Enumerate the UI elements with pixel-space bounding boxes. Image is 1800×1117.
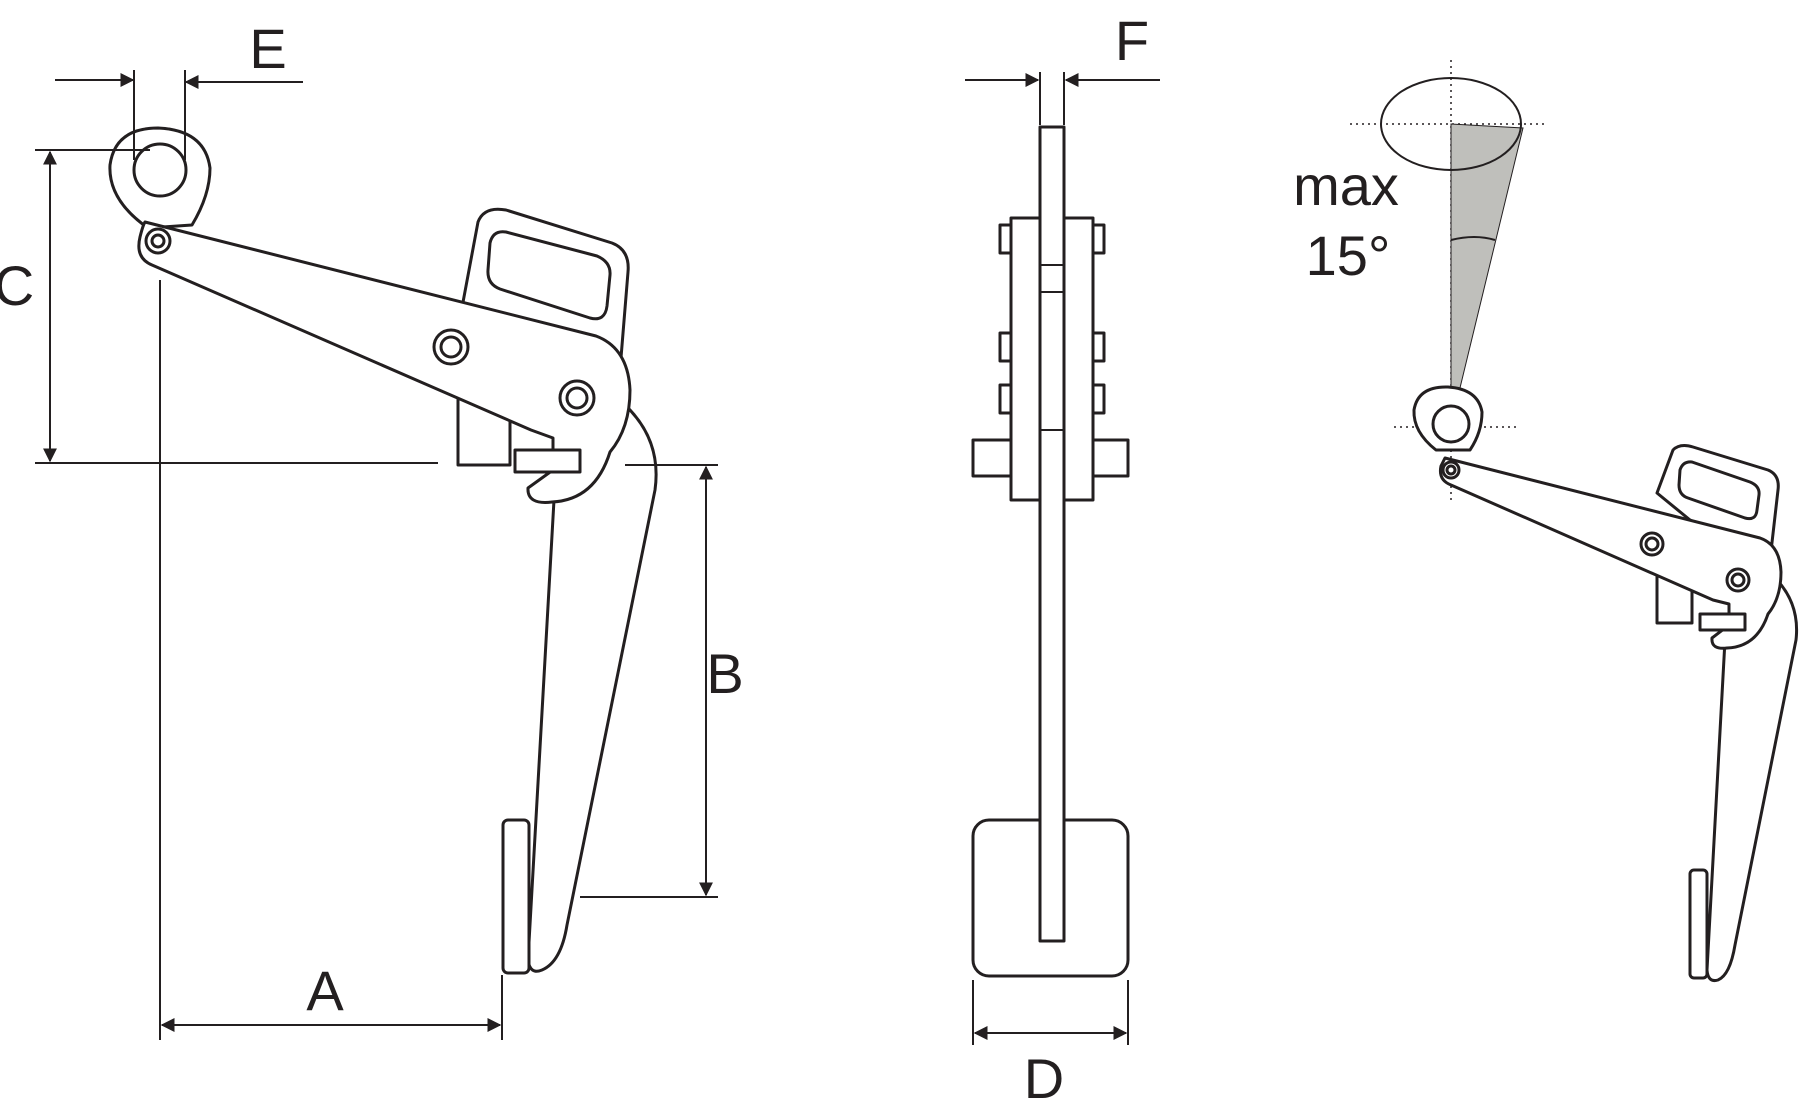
side-view-foot-pad (501, 818, 531, 975)
label-c: C (0, 254, 34, 317)
label-d: D (1024, 1047, 1064, 1110)
side-view-lifting-eye (108, 126, 212, 230)
side-view-dimensions (35, 70, 718, 1040)
tilt-note-max: max (1293, 154, 1399, 217)
side-view-pivot-pins (144, 227, 596, 417)
tilt-view (1350, 60, 1799, 982)
front-view-center-plate (1038, 125, 1066, 943)
label-e: E (249, 17, 286, 80)
front-view-bolts (998, 223, 1106, 431)
front-view-side-plates (971, 216, 1130, 502)
dimension-labels: E C B A F D max 15° (0, 9, 1399, 1110)
tilt-view-clamp (1412, 385, 1799, 982)
side-view-jaw-tab (513, 448, 582, 474)
side-view (108, 126, 658, 975)
side-view-jaw-leg (526, 403, 658, 973)
side-view-arm (137, 220, 632, 504)
front-view-dimensions (965, 72, 1160, 1045)
tilt-angle-sector (1450, 123, 1524, 426)
tilt-swing-ellipse (1380, 77, 1522, 171)
label-b: B (706, 642, 743, 705)
tilt-note-angle: 15° (1306, 224, 1391, 287)
label-a: A (306, 959, 344, 1022)
label-f: F (1115, 9, 1149, 72)
front-view (965, 72, 1160, 1045)
